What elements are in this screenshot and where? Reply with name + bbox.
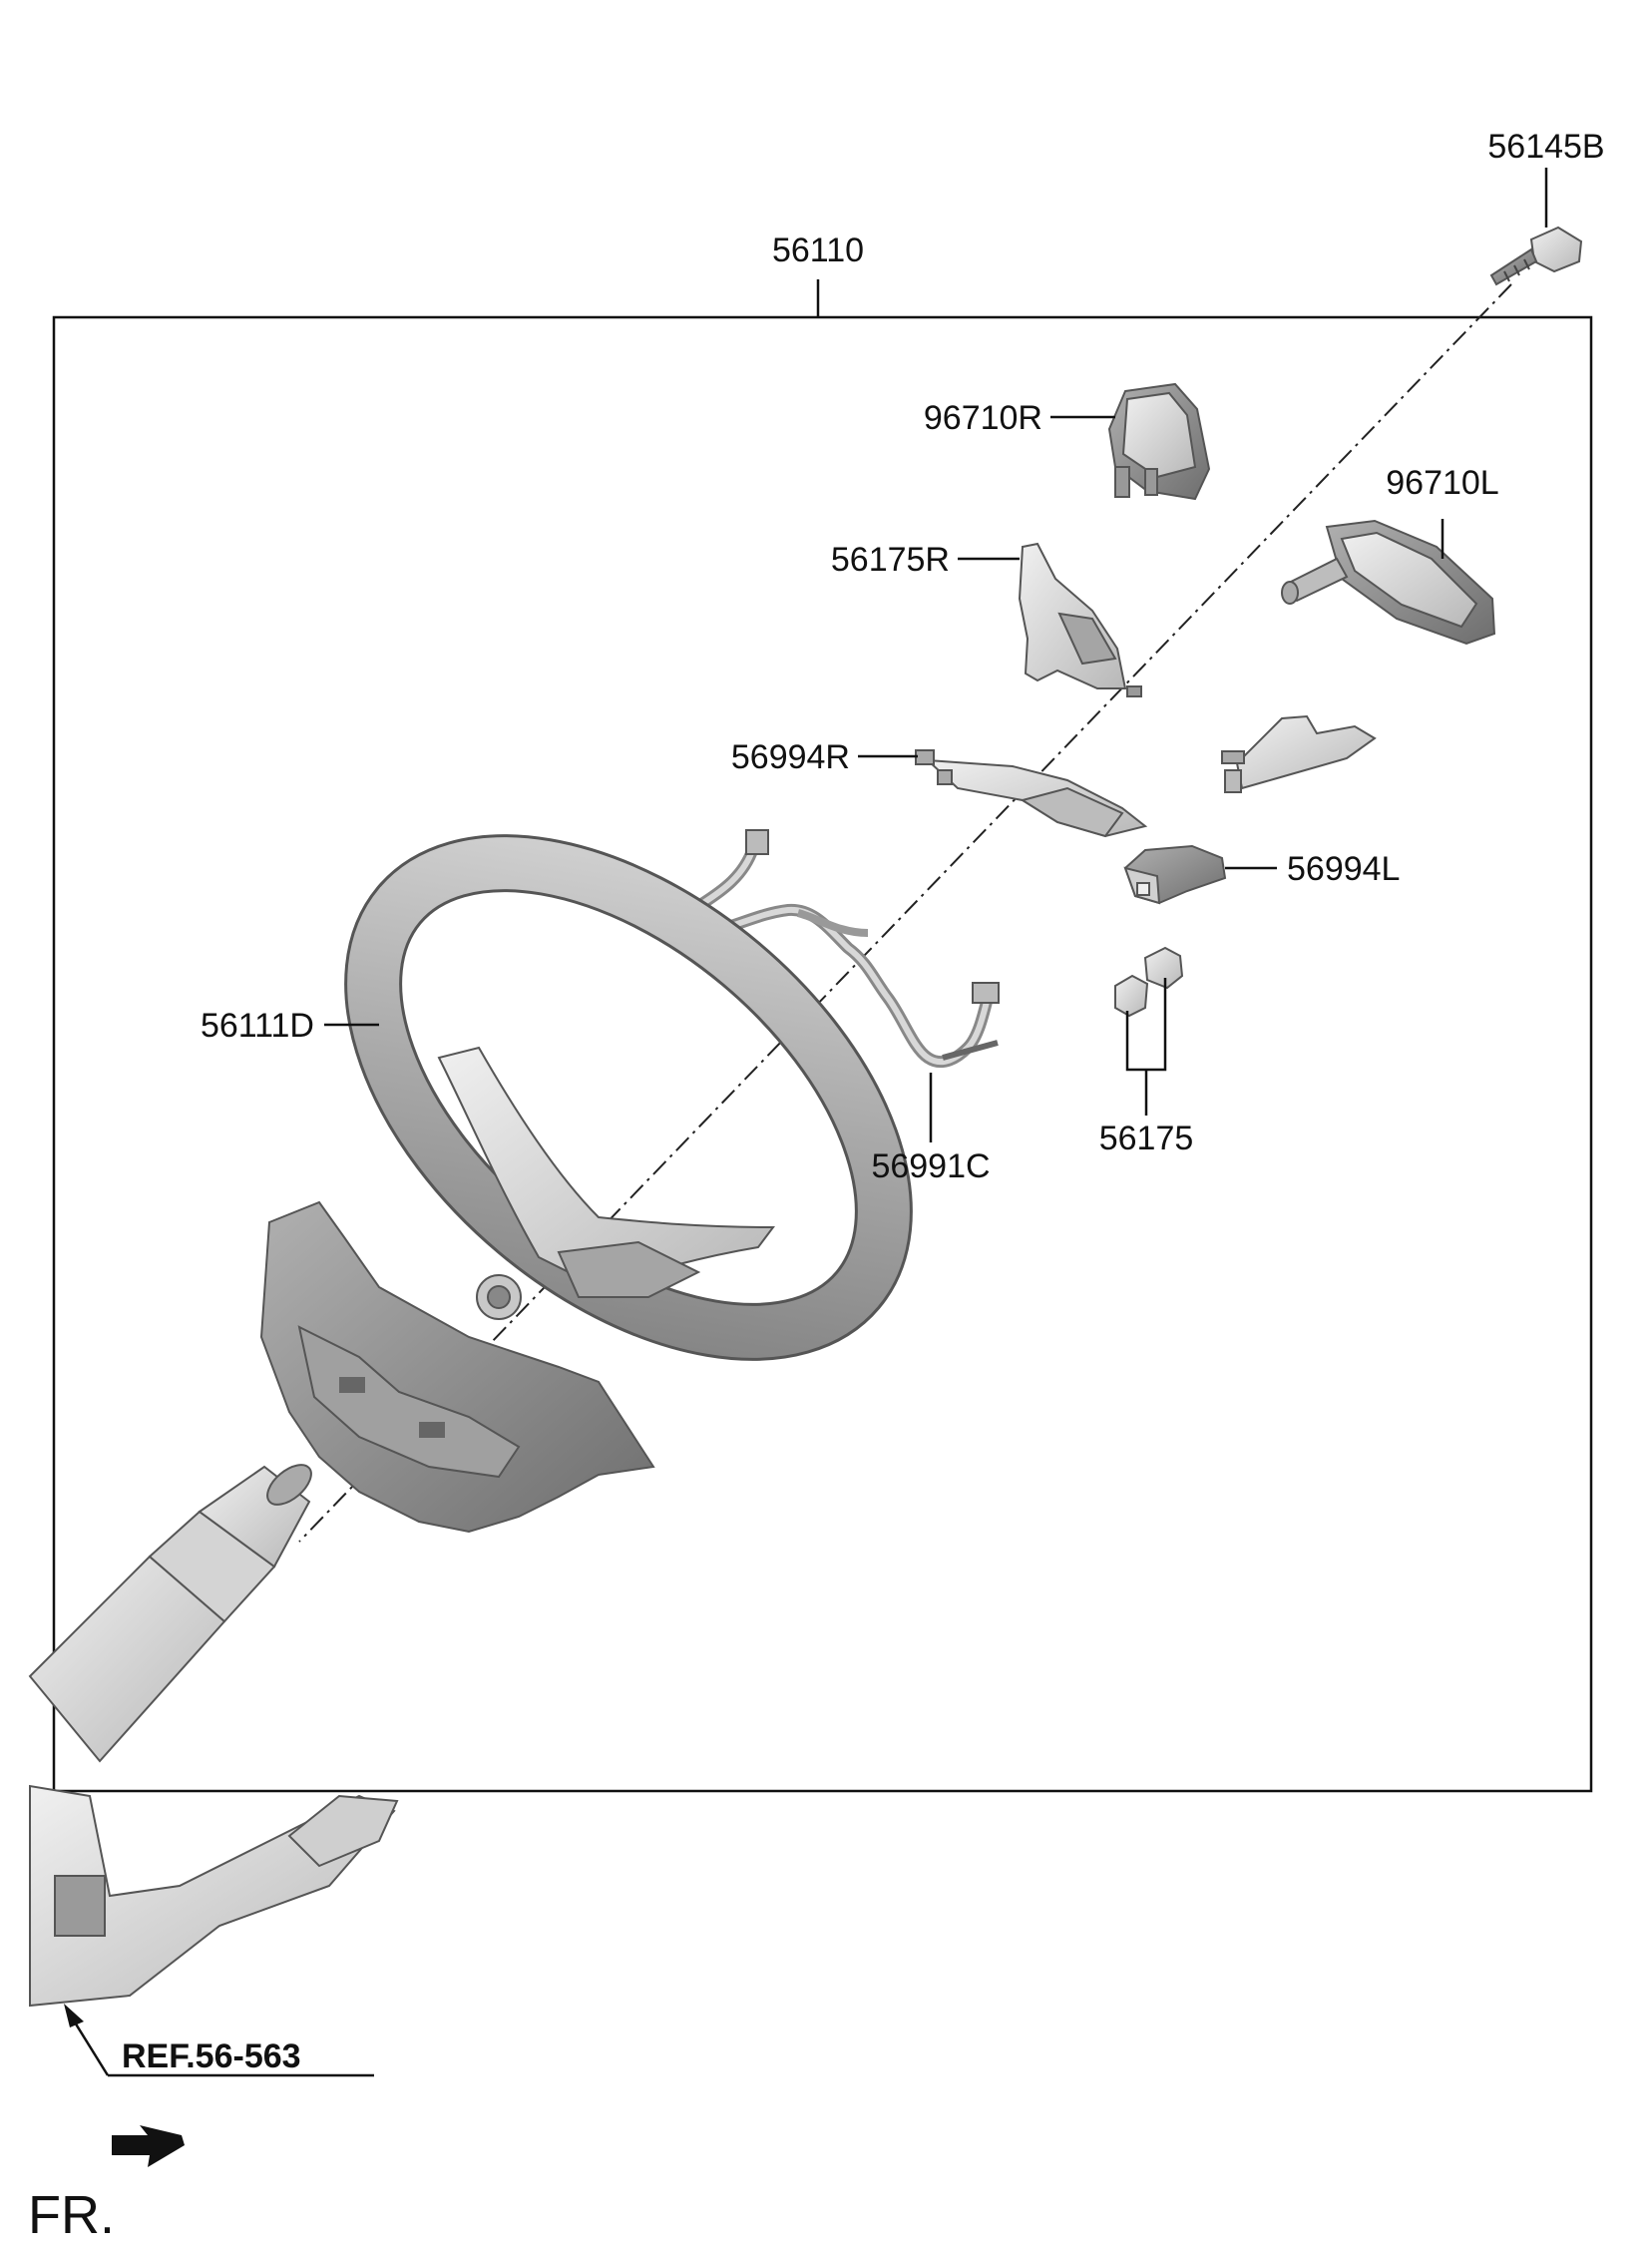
label-56110: 56110 bbox=[772, 231, 864, 269]
bezel-56994r bbox=[915, 749, 1148, 838]
label-56175: 56175 bbox=[1099, 1120, 1194, 1157]
label-96710l: 96710L bbox=[1386, 464, 1498, 502]
cover-56175r bbox=[1018, 542, 1142, 697]
label-56145b: 56145B bbox=[1487, 128, 1604, 166]
label-ref: REF.56-563 bbox=[122, 2037, 301, 2075]
label-56991c: 56991C bbox=[871, 1147, 990, 1185]
label-96710r: 96710R bbox=[924, 399, 1042, 437]
leader-ref-arrowhead bbox=[64, 2004, 84, 2028]
label-56994l: 56994L bbox=[1287, 850, 1400, 888]
front-arrow-icon bbox=[112, 2125, 185, 2167]
rear-cover bbox=[259, 1200, 655, 1534]
label-56175r: 56175R bbox=[831, 541, 950, 579]
center-axis-line bbox=[298, 283, 1512, 1543]
steering-column bbox=[28, 1464, 399, 2008]
bolt-56145b bbox=[1489, 226, 1583, 286]
switch-96710r bbox=[1107, 382, 1211, 501]
assembly-frame bbox=[52, 315, 1593, 1793]
label-front: FR. bbox=[28, 2185, 115, 2245]
cover-left bbox=[1221, 714, 1377, 793]
switch-96710l bbox=[1281, 519, 1496, 646]
bezel-56994l bbox=[1123, 844, 1227, 905]
clips-56175 bbox=[1114, 946, 1184, 1018]
label-56994r: 56994R bbox=[731, 738, 850, 776]
label-56111d: 56111D bbox=[201, 1007, 314, 1045]
leader-ref-arrow-line bbox=[70, 2017, 110, 2076]
steering-wheel-56111d bbox=[344, 834, 913, 1361]
